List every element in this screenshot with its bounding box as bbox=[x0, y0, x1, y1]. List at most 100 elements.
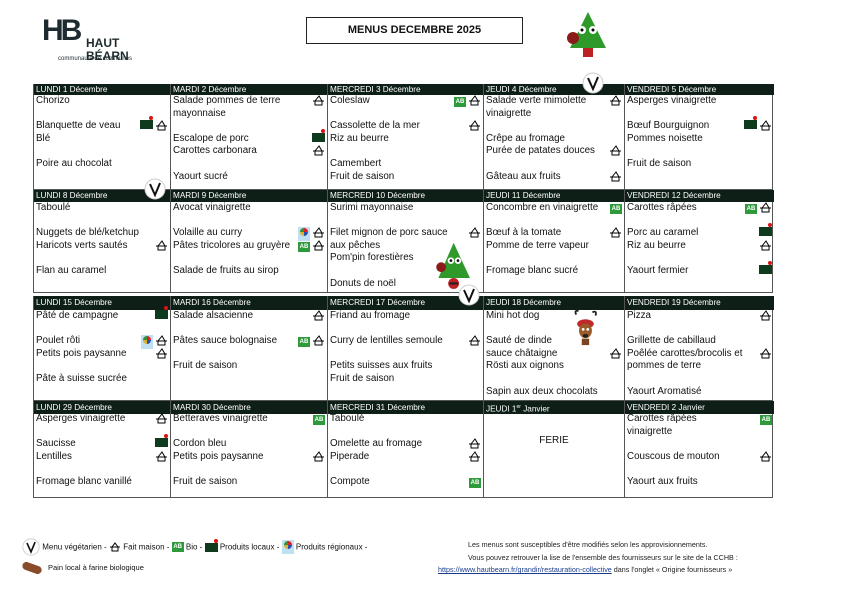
day-label: LUNDI 8 Décembre bbox=[36, 191, 108, 200]
menu-item-label: Asperges vinaigrette bbox=[627, 95, 717, 106]
menu-item: Taboulé bbox=[330, 413, 481, 426]
house-icon bbox=[312, 145, 325, 161]
menu-item: sauce châtaigne bbox=[486, 348, 622, 361]
local-product-icon bbox=[759, 260, 772, 279]
menu-item: Friand au fromage bbox=[330, 310, 481, 323]
menu-item: Salade verte mimolette bbox=[486, 95, 622, 108]
day-label-month: Janvier bbox=[520, 404, 550, 414]
menu-item bbox=[330, 145, 481, 158]
menu-item-label: Mini hot dog bbox=[486, 310, 540, 321]
menu-item-label: Carottes râpées bbox=[627, 202, 697, 213]
menu-item: Pâté de campagne bbox=[36, 306, 168, 323]
menu-item-label: Omelette au fromage bbox=[330, 438, 423, 450]
menu-item-label: Pâtes sauce bolognaise bbox=[173, 335, 278, 347]
menu-item: Filet mignon de porc sauce bbox=[330, 227, 481, 240]
menu-item: Riz au beurre bbox=[330, 133, 481, 146]
menu-item bbox=[330, 426, 481, 439]
supplier-note: Les menus sont susceptibles d'être modif… bbox=[438, 539, 738, 577]
local-product-icon bbox=[312, 128, 325, 147]
menu-item bbox=[173, 426, 325, 439]
menu-item bbox=[627, 373, 772, 386]
menu-item bbox=[173, 463, 325, 476]
menu-item-label: Yaourt aux fruits bbox=[627, 475, 698, 487]
menu-item-label: Pâté de campagne bbox=[36, 310, 119, 321]
menu-item-label: Riz au beurre bbox=[627, 239, 686, 251]
menu-item-label: Pom'pin forestières bbox=[330, 252, 414, 264]
menu-item-label: Friand au fromage bbox=[330, 310, 411, 321]
menu-item bbox=[36, 463, 168, 476]
menu-item bbox=[330, 348, 481, 361]
day-header: MERCREDI 10 Décembre bbox=[328, 190, 483, 202]
menu-item: Cordon bleu bbox=[173, 438, 325, 451]
day-label: MERCREDI 17 Décembre bbox=[330, 298, 426, 307]
day-header: VENDREDI 19 Décembre bbox=[625, 296, 774, 310]
day-label: VENDREDI 2 Janvier bbox=[627, 403, 705, 412]
menu-item: Escalope de porc bbox=[173, 128, 325, 147]
menu-item-label: Escalope de porc bbox=[173, 132, 249, 144]
bio-icon: AB bbox=[313, 415, 325, 425]
menu-item-label: Coleslaw bbox=[330, 95, 370, 106]
menu-item: Riz au beurre bbox=[627, 240, 772, 253]
day-label: VENDREDI 12 Décembre bbox=[627, 191, 721, 200]
menu-item bbox=[486, 120, 622, 133]
menu-item: Salade de fruits au sirop bbox=[173, 265, 325, 278]
menu-item-label: Taboulé bbox=[330, 413, 365, 424]
legend-fait: Fait maison - bbox=[123, 542, 170, 552]
local-product-icon bbox=[204, 538, 218, 552]
house-icon bbox=[155, 120, 168, 136]
day-label: JEUDI 18 Décembre bbox=[486, 298, 562, 307]
christmas-tree-icon bbox=[567, 12, 606, 57]
menu-item bbox=[330, 463, 481, 476]
menu-item-label: Taboulé bbox=[36, 202, 71, 213]
menu-item: Petits pois paysanne bbox=[36, 348, 168, 361]
regional-product-icon bbox=[298, 227, 310, 246]
menu-item-label: pommes de terre bbox=[627, 360, 702, 372]
menu-item: Yaourt sucré bbox=[173, 171, 325, 184]
day-label: MERCREDI 10 Décembre bbox=[330, 191, 426, 200]
house-icon bbox=[468, 450, 481, 467]
menu-item: Avocat vinaigrette bbox=[173, 202, 325, 215]
menu-item: Purée de patates douces bbox=[486, 145, 622, 158]
menu-item-label: Fromage blanc vanillé bbox=[36, 475, 132, 487]
regional-product-icon bbox=[281, 540, 294, 554]
menu-item: Petits suisses aux fruits bbox=[330, 360, 481, 373]
menu-item bbox=[330, 323, 481, 336]
house-icon bbox=[759, 310, 772, 326]
supplier-link[interactable]: https://www.hautbearn.fr/grandir/restaur… bbox=[438, 565, 612, 574]
menu-item bbox=[330, 265, 481, 278]
menu-item bbox=[486, 373, 622, 386]
menu-item: Fruit de saison bbox=[173, 360, 325, 373]
vegetarian-icon bbox=[582, 72, 604, 94]
day-label: MARDI 30 Décembre bbox=[173, 403, 251, 412]
menu-item-label: Filet mignon de porc sauce bbox=[330, 227, 448, 239]
menu-item-label: Bœuf à la tomate bbox=[486, 227, 562, 239]
menu-item bbox=[36, 252, 168, 265]
menu-item-label: Piperade bbox=[330, 450, 370, 462]
menu-item-label: Betteraves vinaigrette bbox=[173, 413, 268, 424]
menu-item-label: aux pêches bbox=[330, 239, 381, 251]
menu-item: Pom'pin forestières bbox=[330, 252, 481, 265]
menu-item bbox=[330, 215, 481, 228]
house-icon bbox=[759, 239, 772, 256]
legend-regional: Produits régionaux - bbox=[295, 542, 368, 552]
bio-icon: AB bbox=[171, 542, 184, 552]
menu-item: Sauté de dinde bbox=[486, 335, 622, 348]
menu-item: vinaigrette bbox=[627, 426, 772, 439]
menu-item-label: Pâtes tricolores au gruyère bbox=[173, 239, 291, 251]
day-header: LUNDI 8 Décembre bbox=[34, 190, 170, 202]
menu-item: Poire au chocolat bbox=[36, 158, 168, 171]
